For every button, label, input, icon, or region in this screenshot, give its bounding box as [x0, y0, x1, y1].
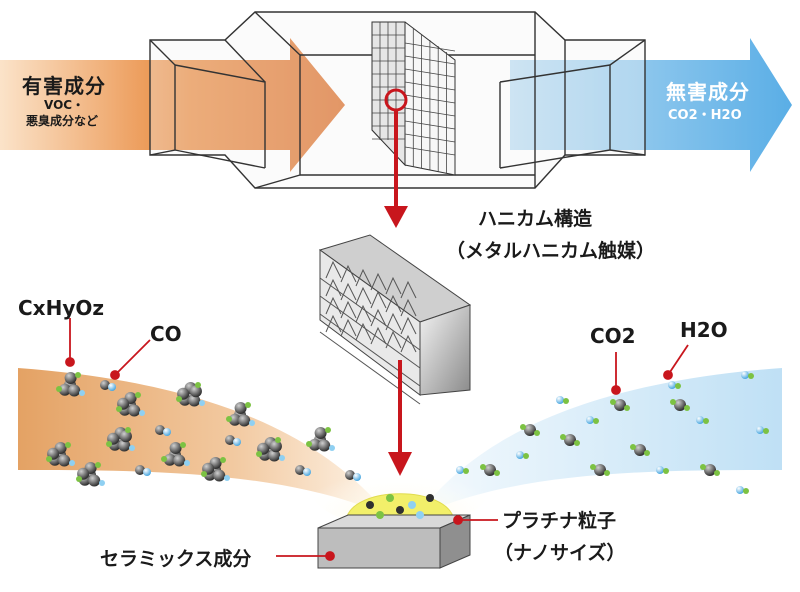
harmful-molecule [116, 392, 145, 417]
harmful-molecule [106, 427, 135, 452]
surface-particle [386, 494, 394, 502]
honeycomb-sublabel: （メタルハニカム触媒） [446, 240, 656, 262]
harmless-title: 無害成分 [666, 80, 750, 104]
harmful-molecule [256, 437, 285, 462]
co2-molecule [670, 399, 690, 411]
harmful-gas-band [18, 368, 375, 505]
platinum-label: プラチナ粒子 [502, 510, 617, 532]
harmful-molecule [176, 382, 205, 407]
harmful-molecule [46, 442, 75, 467]
harmful-molecule [76, 462, 105, 487]
metal-honeycomb [318, 234, 472, 405]
cxhyoz-label: CxHyOz [18, 296, 104, 320]
small-molecule [345, 470, 361, 481]
harmful-sub1: VOC・ [44, 98, 85, 112]
harmless-gas-band [430, 368, 782, 505]
h2o-molecule [736, 486, 749, 494]
harmless-arrow [510, 38, 792, 172]
surface-particle [408, 501, 416, 509]
small-molecule [155, 425, 171, 436]
h2o-molecule [556, 396, 569, 404]
surface-particle [416, 511, 424, 519]
surface-particle [426, 494, 434, 502]
harmful-molecule [161, 442, 190, 467]
co2-molecule [700, 464, 720, 476]
h2o-molecule [656, 466, 669, 474]
co2-label: CO2 [590, 324, 636, 348]
harmful-arrow [0, 38, 345, 172]
h2o-molecule [456, 466, 469, 474]
co-label: CO [150, 322, 182, 346]
h2o-molecule [668, 381, 681, 389]
surface-particle [366, 501, 374, 509]
harmful-molecule [306, 427, 335, 452]
co2-molecule [630, 444, 650, 456]
h2o-molecule [586, 416, 599, 424]
h2o-molecule [756, 426, 769, 434]
co2-molecule [590, 464, 610, 476]
co2-molecule [480, 464, 500, 476]
harmful-molecule [56, 372, 85, 397]
small-molecule [225, 435, 241, 446]
co2-molecule [610, 399, 630, 411]
small-molecule [295, 465, 311, 476]
h2o-molecule [516, 451, 529, 459]
platinum-sublabel: （ナノサイズ） [494, 542, 626, 564]
h2o-molecule [741, 371, 754, 379]
surface-particle [396, 506, 404, 514]
harmful-molecule [201, 457, 230, 482]
harmful-molecule [226, 402, 255, 427]
co2-molecule [520, 424, 540, 436]
co2-molecule [560, 434, 580, 446]
honeycomb-label: ハニカム構造 [478, 208, 593, 230]
harmless-sub: CO2・H2O [668, 108, 742, 123]
label-pointers [65, 318, 689, 561]
ceramic-base [317, 514, 471, 569]
h2o-molecule [696, 416, 709, 424]
harmful-sub2: 悪臭成分など [26, 114, 99, 128]
h2o-label: H2O [680, 318, 728, 342]
small-molecule [135, 465, 151, 476]
small-molecule [100, 380, 116, 391]
ceramic-label: セラミックス成分 [100, 548, 252, 570]
harmful-title: 有害成分 [22, 74, 106, 98]
surface-particle [376, 511, 384, 519]
pointer-arrow-1 [384, 206, 408, 228]
